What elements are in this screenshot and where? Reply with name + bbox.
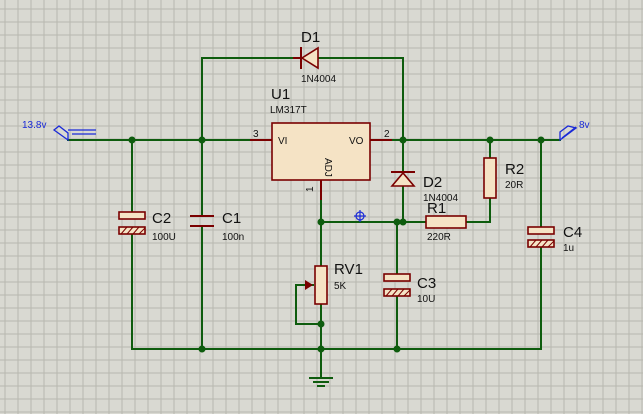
c3-ref: C3	[417, 275, 436, 292]
rv1-ref: RV1	[334, 261, 363, 278]
junction-dot	[486, 136, 494, 144]
resistor-r2[interactable]: R2 20R	[483, 157, 524, 199]
pin-name-vo: VO	[349, 136, 364, 147]
capacitor-c1[interactable]: C1 100n	[190, 210, 244, 243]
pin-name-adj: ADJ	[322, 158, 333, 177]
c1-value: 100n	[222, 232, 244, 243]
junction-dot	[393, 218, 401, 226]
pin-name-vi: VI	[278, 136, 287, 147]
rv1-value: 5K	[334, 281, 347, 292]
junction-dot	[399, 136, 407, 144]
c2-ref: C2	[152, 210, 171, 227]
r1-ref: R1	[427, 200, 446, 217]
d1-value: 1N4004	[301, 74, 336, 85]
ground-icon	[309, 377, 333, 387]
c4-ref: C4	[563, 224, 582, 241]
junctions	[128, 136, 545, 353]
c1-ref: C1	[222, 210, 241, 227]
d1-ref: D1	[301, 29, 320, 46]
junction-dot	[537, 136, 545, 144]
diode-d1[interactable]: D1 1N4004	[293, 29, 336, 85]
c2-value: 100U	[152, 232, 176, 243]
diode-d2[interactable]: D2 1N4004	[390, 171, 458, 204]
u1-ref: U1	[271, 86, 290, 103]
junction-dot	[317, 320, 325, 328]
net-label-input: 13.8v	[22, 120, 46, 131]
junction-dot	[399, 218, 407, 226]
d2-ref: D2	[423, 174, 442, 191]
input-terminal[interactable]: 13.8v	[22, 120, 96, 142]
r2-value: 20R	[505, 180, 523, 191]
junction-dot	[198, 136, 206, 144]
pin-number-1: 1	[305, 186, 316, 192]
junction-dot	[317, 218, 325, 226]
junction-dot	[393, 345, 401, 353]
junction-dot	[198, 345, 206, 353]
net-label-output: 8v	[579, 120, 590, 131]
c4-value: 1u	[563, 243, 574, 254]
potentiometer-rv1[interactable]: RV1 5K	[305, 261, 363, 305]
junction-dot	[128, 136, 136, 144]
regulator-u1[interactable]: VI VO ADJ 3 2 1 U1 LM317T	[250, 86, 392, 200]
capacitor-c4[interactable]: C4 1u	[527, 224, 582, 254]
c3-value: 10U	[417, 294, 435, 305]
probe-crosshair-icon[interactable]	[354, 210, 366, 222]
r1-value: 220R	[427, 232, 451, 243]
r2-ref: R2	[505, 161, 524, 178]
u1-part: LM317T	[270, 105, 307, 116]
junction-dot	[317, 345, 325, 353]
pin-number-3: 3	[253, 129, 259, 140]
pin-number-2: 2	[384, 129, 390, 140]
capacitor-c2[interactable]: C2 100U	[118, 210, 176, 243]
output-terminal[interactable]: 8v	[559, 120, 590, 142]
capacitor-c3[interactable]: C3 10U	[383, 273, 436, 305]
d2-value: 1N4004	[423, 193, 458, 204]
resistor-r1[interactable]: R1 220R	[425, 200, 467, 243]
